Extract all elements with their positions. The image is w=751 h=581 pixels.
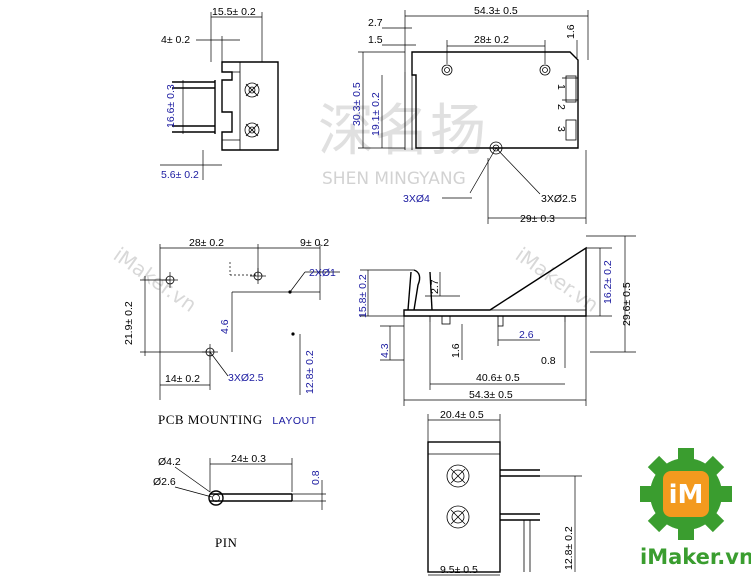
mounting-hole-icon (539, 64, 551, 76)
dim-pcb-4-6: 4.6 (219, 319, 231, 334)
pcb-title: PCB MOUNTING LAYOUT (158, 412, 317, 427)
logo-text: iMaker.vn (640, 545, 751, 569)
dim-front-9-5: 9.5± 0.5 (440, 564, 478, 576)
front-view: 20.4± 0.5 12.8± 0.2 9.5± 0.5 (427, 409, 582, 576)
pin-hole-dot (291, 332, 295, 336)
pin-title: PIN (215, 535, 238, 550)
screw-icon (244, 82, 260, 98)
dim-height: 30.3± 0.5 (351, 82, 363, 126)
dim-side-16-2: 16.2± 0.2 (602, 260, 614, 304)
pin-number-3: 3 (555, 126, 567, 132)
dim-total-length: 54.3± 0.5 (474, 5, 518, 17)
dim-bottom: 5.6± 0.2 (161, 169, 199, 181)
pcb-layout: 28± 0.2 9± 0.2 4.6 2XØ1 21.9± 0.2 (123, 237, 340, 427)
pin-eyelet-icon (208, 490, 224, 506)
dim-side-4-3: 4.3 (379, 343, 391, 358)
dim-side-54-3: 54.3± 0.5 (469, 389, 513, 401)
label-small-hole: 3XØ2.5 (541, 193, 577, 205)
label-pin-d42: Ø4.2 (158, 456, 181, 468)
dim-side-0-8: 0.8 (541, 355, 556, 367)
logo-glyph: iM (669, 480, 704, 510)
dim-pitch: 16.6± 0.3 (165, 84, 177, 128)
gear-icon: iM (640, 448, 732, 540)
screw-icon (244, 122, 260, 138)
pin-number-2: 2 (555, 104, 567, 110)
pcb-title-a: PCB MOUNTING (158, 412, 263, 427)
dim-front-12-8: 12.8± 0.2 (563, 526, 575, 570)
dim-inner-height: 19.1± 0.2 (370, 92, 382, 136)
dim-hole-spacing: 28± 0.2 (474, 34, 509, 46)
dim-pcb-28: 28± 0.2 (189, 237, 224, 249)
dim-side-2-6: 2.6 (519, 329, 534, 341)
side-elevation: 16.2± 0.2 29.6± 0.5 15.8± 0.2 2.7 4.3 1.… (357, 235, 636, 406)
dim-1-5: 1.5 (368, 34, 383, 46)
dim-side-40-6: 40.6± 0.5 (476, 372, 520, 384)
dim-1-6: 1.6 (565, 24, 577, 39)
mounting-hole-icon (441, 64, 453, 76)
watermark-site-right: iMaker.vn (511, 242, 603, 316)
watermark-cjk: 深名扬 (318, 99, 486, 164)
brand-logo: iM iMaker.vn (640, 448, 751, 569)
label-pcb-2x: 2XØ1 (309, 267, 336, 279)
dim-side-2-7: 2.7 (429, 279, 441, 294)
label-big-hole: 3XØ4 (403, 193, 430, 205)
dim-pcb-12-8: 12.8± 0.2 (304, 350, 316, 394)
watermark-latin: SHEN MINGYANG (322, 169, 466, 189)
dim-pin-08: 0.8 (310, 470, 322, 485)
dim-2-7: 2.7 (368, 17, 383, 29)
pin-number-1: 1 (555, 84, 567, 90)
dim-side-1-6: 1.6 (450, 343, 462, 358)
dim-29: 29± 0.3 (520, 213, 555, 225)
pin-view: 24± 0.3 Ø4.2 Ø2.6 0.8 PIN (153, 453, 326, 550)
dim-pcb-9: 9± 0.2 (300, 237, 329, 249)
dim-pcb-14: 14± 0.2 (165, 373, 200, 385)
side-view-left: 15.5± 0.2 4± 0.2 16.6± 0.3 5.6± 0.2 (160, 6, 279, 181)
dim-side-15-8: 15.8± 0.2 (357, 274, 369, 318)
screw-icon (446, 464, 470, 488)
dim-offset: 4± 0.2 (161, 34, 190, 46)
dim-side-29-6: 29.6± 0.5 (621, 282, 633, 326)
label-pcb-3x: 3XØ2.5 (228, 372, 264, 384)
dim-pin-24: 24± 0.3 (231, 453, 266, 465)
pcb-title-b: LAYOUT (272, 415, 316, 427)
mounting-hole-icon (489, 141, 503, 155)
label-pin-d26: Ø2.6 (153, 476, 176, 488)
screw-icon (446, 505, 470, 529)
dim-pcb-21-9: 21.9± 0.2 (123, 301, 135, 345)
dim-front-20-4: 20.4± 0.5 (440, 409, 484, 421)
dim-width: 15.5± 0.2 (212, 6, 256, 18)
plan-view: 1 2 3 2.7 1.5 54.3± 0.5 28± 0.2 1.6 (351, 5, 589, 225)
pcb-hole-icon (250, 268, 266, 284)
